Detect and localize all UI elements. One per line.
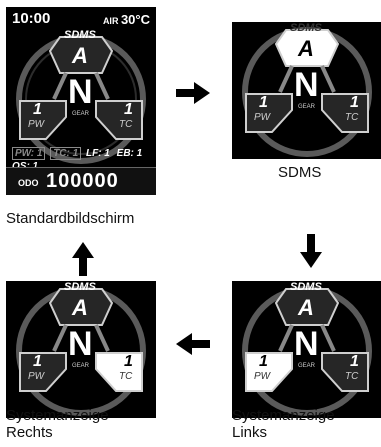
dial-gauge <box>16 34 146 164</box>
arrow-right-icon <box>176 82 210 104</box>
sdms-label: SDMS <box>64 29 96 41</box>
air-value: 30°C <box>120 12 150 27</box>
pw-label: PW <box>28 371 45 382</box>
panel-system-left: SDMS A N GEAR 1 PW 1 TC <box>232 281 381 418</box>
gear-value: N <box>294 325 319 363</box>
gear-label: GEAR <box>298 104 316 110</box>
caption-system-right: Systemanzeige Rechts <box>6 407 109 441</box>
dial-gauge <box>16 286 146 416</box>
tc-segment <box>321 352 369 392</box>
tc-label: TC <box>119 119 133 130</box>
dial-gauge <box>242 27 372 157</box>
air-label: AIR <box>102 16 119 26</box>
pw-value: 1 <box>259 353 268 370</box>
odo-label: ODO <box>18 178 39 188</box>
tc-segment <box>95 100 143 140</box>
gear-label: GEAR <box>72 363 90 369</box>
pw-value: 1 <box>33 353 42 370</box>
caption-system-left: Systemanzeige Links <box>232 407 335 441</box>
arrow-left-icon <box>176 333 210 355</box>
gear-label: GEAR <box>298 363 316 369</box>
arrow-down-icon <box>300 234 322 268</box>
tc-segment <box>321 93 369 133</box>
tc-label: TC <box>119 371 133 382</box>
arrow-up-icon <box>72 242 94 276</box>
mode-value: A <box>298 295 314 320</box>
pw-segment <box>19 352 67 392</box>
mode-value: A <box>72 43 88 68</box>
mode-segment <box>274 288 340 326</box>
odo-value: 100000 <box>46 170 119 192</box>
tc-value: 1 <box>124 101 133 118</box>
caption-line-1: Systemanzeige <box>6 407 109 424</box>
tc-value: 1 <box>350 353 359 370</box>
gear-value: N <box>68 73 93 111</box>
dial-gauge <box>242 286 372 416</box>
sdms-label: SDMS <box>290 22 322 34</box>
odometer-bar: ODO 100000 <box>6 167 156 195</box>
sdms-label: SDMS <box>290 281 322 293</box>
air-temperature: AIR 30°C <box>103 12 150 27</box>
caption-line-1: Systemanzeige <box>232 407 335 424</box>
tc-value: 1 <box>350 94 359 111</box>
clock-time: 10:00 <box>12 10 51 27</box>
pw-value: 1 <box>33 101 42 118</box>
mode-segment-highlighted <box>274 29 340 67</box>
gear-value: N <box>294 66 319 104</box>
pw-value: 1 <box>259 94 268 111</box>
pw-segment-highlighted <box>245 352 293 392</box>
panel-sdms: SDMS A N GEAR 1 PW 1 TC <box>232 22 381 159</box>
caption-sdms: SDMS <box>278 164 322 181</box>
caption-standard: Standardbildschirm <box>6 210 135 227</box>
lf-info: LF: 1 <box>85 148 110 159</box>
pw-info: PW: 1 <box>12 147 46 160</box>
tc-segment-highlighted <box>95 352 143 392</box>
pw-label: PW <box>254 112 271 123</box>
pw-segment <box>19 100 67 140</box>
pw-label: PW <box>28 119 45 130</box>
mode-value: A <box>72 295 88 320</box>
caption-line-2: Links <box>232 424 268 441</box>
panel-system-right: SDMS A N GEAR 1 PW 1 TC <box>6 281 156 418</box>
qs-info: QS: 1 <box>12 161 38 172</box>
eb-info: EB: 1 <box>116 148 143 159</box>
gear-value: N <box>68 325 93 363</box>
tc-value: 1 <box>124 353 133 370</box>
gear-label: GEAR <box>72 111 90 117</box>
pw-label: PW <box>254 371 271 382</box>
tc-label: TC <box>345 112 359 123</box>
system-info-row: PW: 1 TC: 1 LF: 1 EB: 1 <box>12 147 143 160</box>
panel-standard: 10:00 AIR 30°C SDMS A N GEAR 1 PW 1 TC P… <box>6 7 156 195</box>
tc-info: TC: 1 <box>50 147 82 160</box>
tc-label: TC <box>345 371 359 382</box>
mode-segment <box>48 36 114 74</box>
sdms-label: SDMS <box>64 281 96 293</box>
caption-line-2: Rechts <box>6 424 53 441</box>
pw-segment <box>245 93 293 133</box>
mode-value: A <box>298 36 314 61</box>
mode-segment <box>48 288 114 326</box>
